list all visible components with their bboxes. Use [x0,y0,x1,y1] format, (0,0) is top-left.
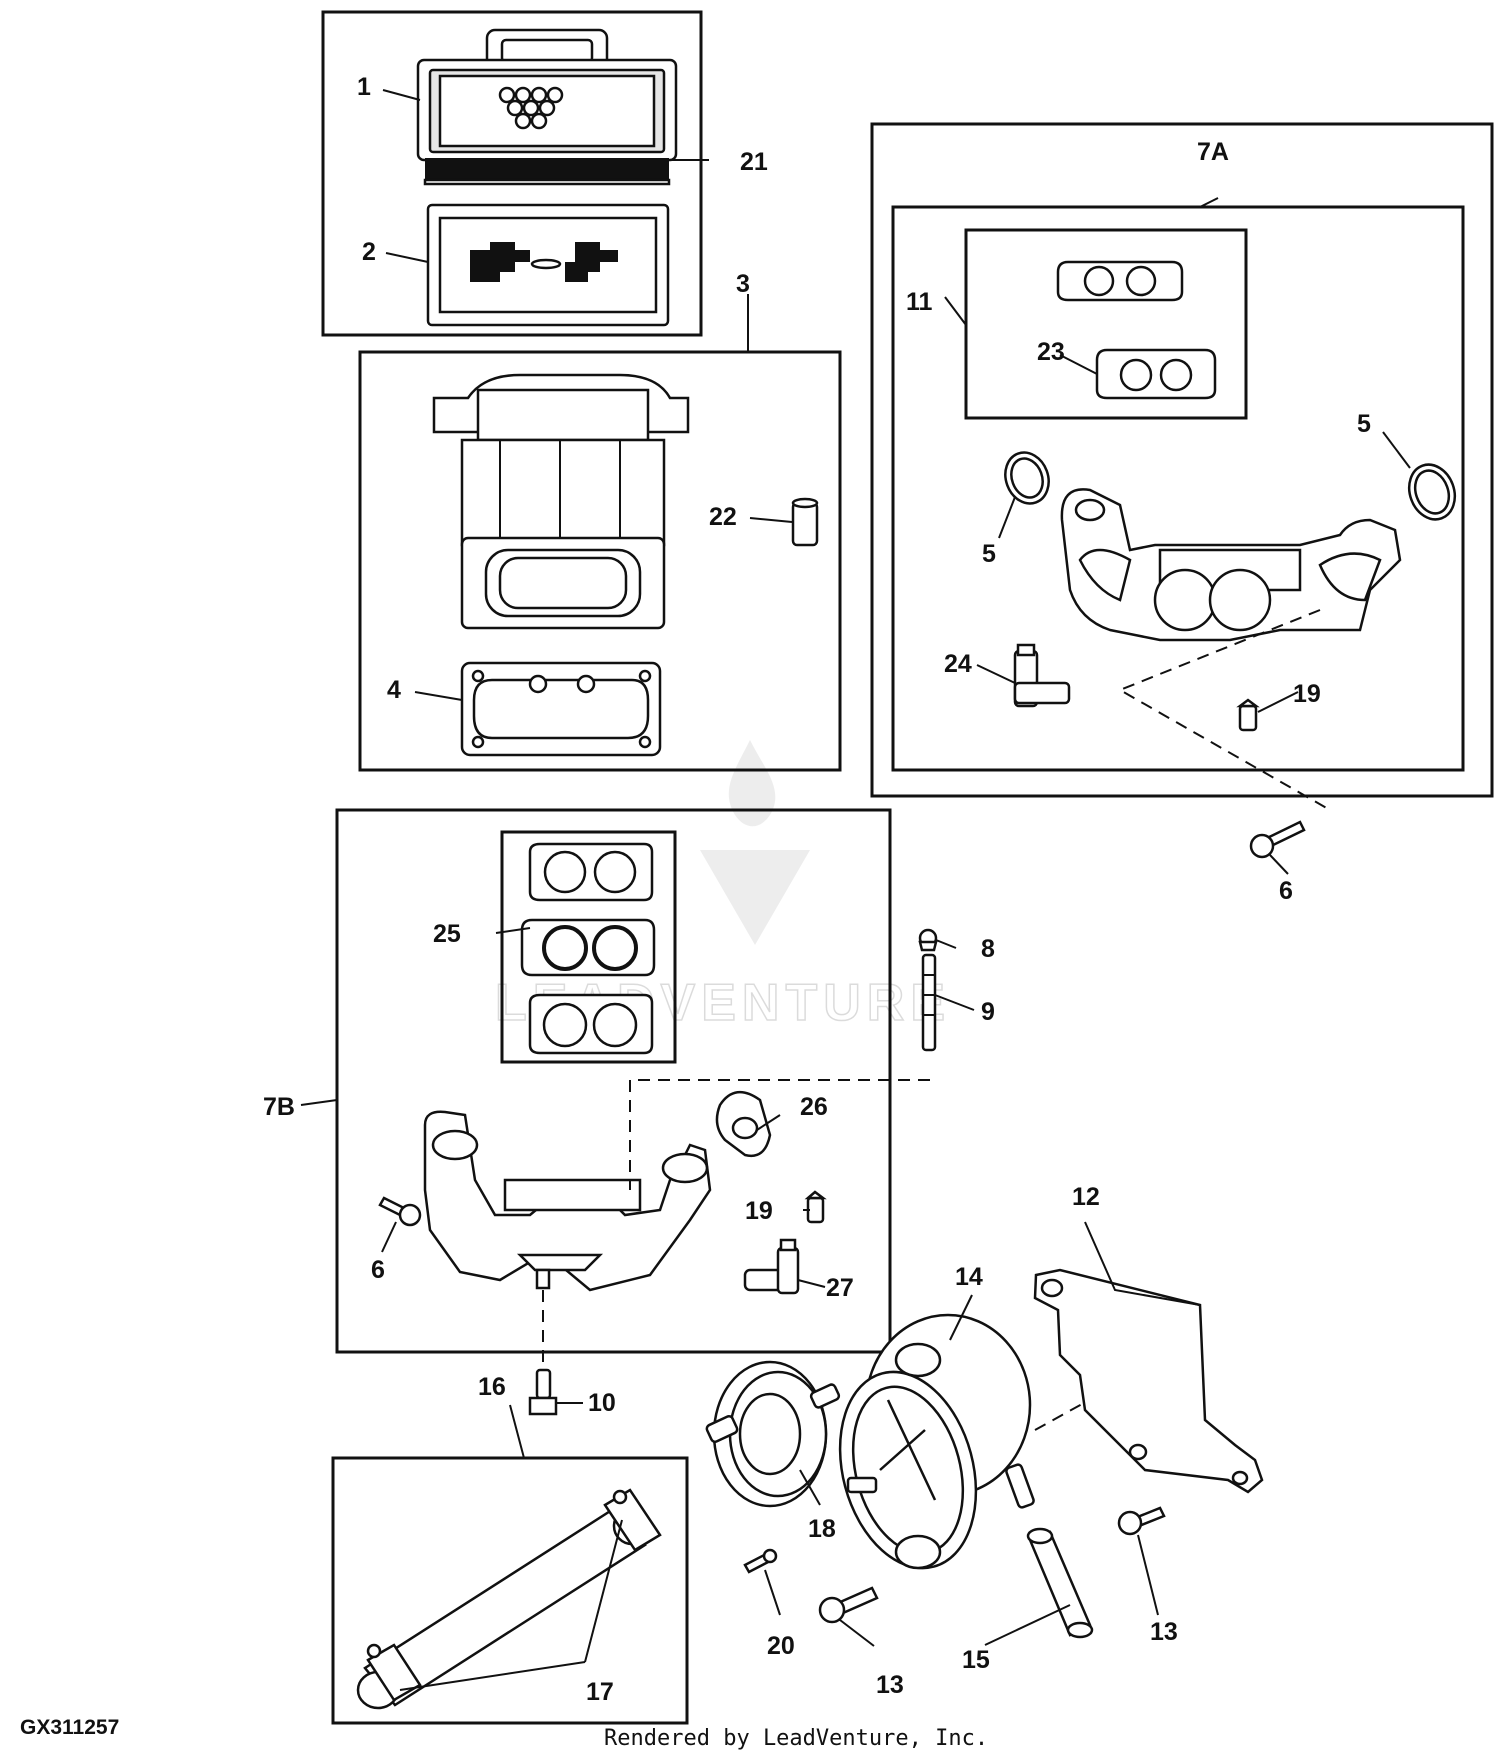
elbow-fitting-27 [743,1238,800,1295]
plug-19-lower [804,1190,827,1224]
callout-24: 24 [944,650,972,678]
callout-21: 21 [740,148,768,176]
fuel-pump-14 [838,1313,1035,1570]
hose-clamp-upper [603,1488,662,1552]
footer-credit: Rendered by LeadVenture, Inc. [604,1726,988,1750]
hidden-line-stud [629,1079,930,1190]
screw-13-right [1117,1506,1166,1536]
air-filter-kit-box [321,10,703,337]
callout-5-right: 5 [1357,410,1371,438]
fuel-hose-15 [1026,1527,1094,1639]
fuel-filter-18 [705,1360,841,1508]
callout-26: 26 [800,1093,828,1121]
o-ring-right [1407,463,1457,521]
screw-20 [743,1548,778,1574]
hidden-line-7a [1117,609,1331,811]
callout-9: 9 [981,998,995,1026]
gasket-25-lower [528,993,654,1055]
screw-13-left [818,1586,879,1624]
callout-11: 11 [906,288,933,316]
gasket-kit-25-box [500,830,677,1064]
gasket-25-upper [528,842,654,902]
callout-3: 3 [736,270,750,298]
callout-12: 12 [1072,1183,1100,1211]
manifold-kit-7a-box [870,122,1494,798]
callout-13-right: 13 [1150,1618,1178,1646]
screw-6-lower [378,1196,422,1227]
callout-6-lower: 6 [371,1256,385,1284]
callout-17: 17 [586,1678,614,1706]
callout-8: 8 [981,935,995,963]
pre-cleaner-element [426,203,670,327]
fuel-line-kit-box [331,1456,689,1725]
stud-8-9 [918,928,938,1052]
callout-25: 25 [433,920,461,948]
base-gasket [460,661,662,757]
o-ring-left [1004,451,1050,505]
callout-4: 4 [387,676,401,704]
callout-16: 16 [478,1373,506,1401]
callout-1: 1 [357,73,371,101]
callout-7b: 7B [263,1093,295,1121]
manifold-gasket-lower [1095,348,1217,400]
filter-mesh-icon [498,86,564,130]
callout-19-upper: 19 [1293,680,1321,708]
gasket-26 [715,1091,772,1158]
callout-14: 14 [955,1263,983,1291]
callout-2: 2 [362,238,376,266]
air-filter-element [416,28,678,186]
manifold-7a-inner-box [891,205,1465,772]
bolt-10 [528,1368,558,1416]
callout-6-upper: 6 [1279,877,1293,905]
callout-15: 15 [962,1646,990,1674]
callout-18: 18 [808,1515,836,1543]
leader-lines [300,89,1411,1691]
spacer-tube-22 [791,497,819,547]
callout-5-left: 5 [982,540,996,568]
callout-19-lower: 19 [745,1197,773,1225]
callout-22: 22 [709,503,737,531]
manifold-gasket-upper [1056,260,1184,302]
gasket-25-middle [520,918,656,977]
callout-20: 20 [767,1632,795,1660]
screw-6-upper [1249,820,1306,859]
elbow-fitting-24 [1013,643,1071,708]
callouts: 1 2 3 4 5 5 6 6 7A 7B 8 9 10 11 12 13 13… [263,73,1371,1706]
figure-id: GX311257 [20,1716,119,1739]
hose-clamp-lower [366,1643,422,1702]
mounting-bracket-12 [1033,1268,1264,1494]
callout-13-left: 13 [876,1671,904,1699]
air-cleaner-base-box [358,350,842,772]
callout-7a: 7A [1197,138,1229,166]
callout-10: 10 [588,1389,616,1417]
callout-23: 23 [1037,338,1065,366]
callout-27: 27 [826,1274,854,1302]
intake-manifold-7a [1060,488,1402,642]
plug-19-upper [1236,698,1260,732]
air-cleaner-base [432,373,690,630]
exhaust-manifold-7b [423,1110,712,1292]
